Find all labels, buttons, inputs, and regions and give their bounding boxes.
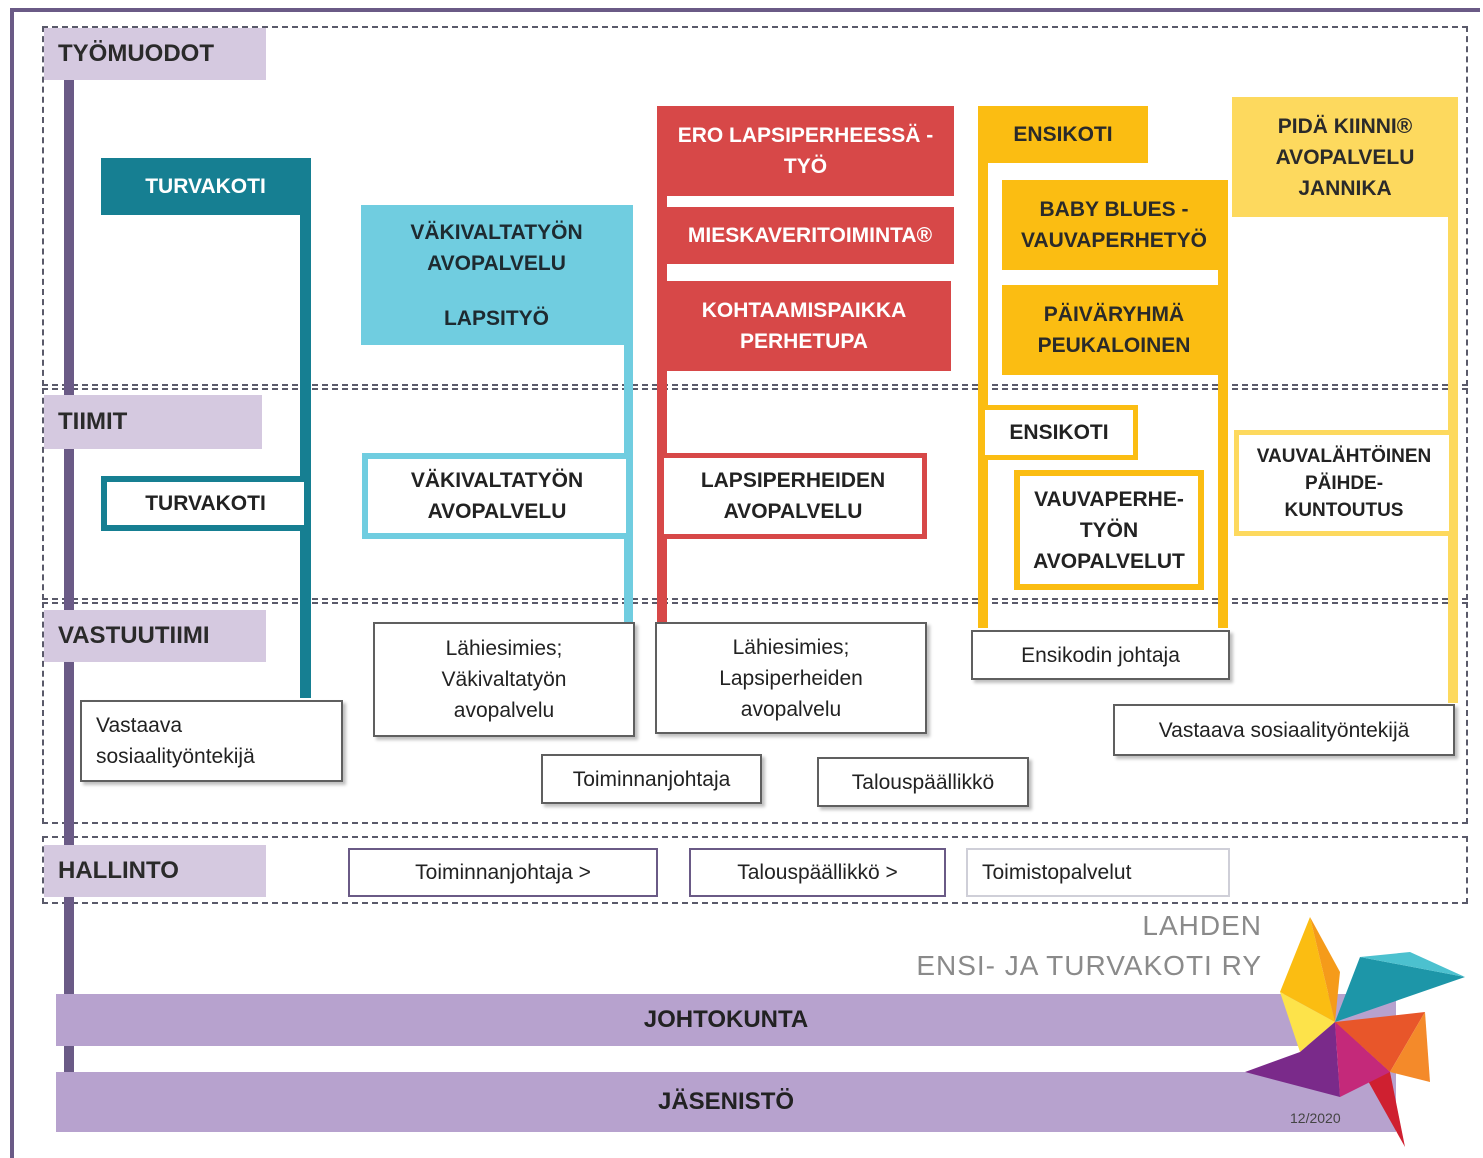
johtokunta-bar: JOHTOKUNTA xyxy=(56,994,1396,1046)
tiimi-vauvalahtoinen: VAUVALÄHTÖINEN PÄIHDE- KUNTOUTUS xyxy=(1234,430,1454,536)
hallinto-toiminnanjohtaja: Toiminnanjohtaja > xyxy=(348,848,658,897)
tyomuoto-pidakiinni: PIDÄ KIINNI® AVOPALVELU JANNIKA xyxy=(1232,97,1458,217)
date-stamp: 12/2020 xyxy=(1290,1110,1341,1126)
diagram-frame xyxy=(10,8,1480,1158)
vastuu-talouspaallikko: Talouspäällikkö xyxy=(817,757,1029,807)
tyomuoto-babyblues: BABY BLUES - VAUVAPERHETYÖ xyxy=(1002,180,1226,270)
band-tiimit xyxy=(42,388,1468,600)
tyomuoto-vakivalta-group xyxy=(361,205,632,345)
tyomuoto-ensikoti: ENSIKOTI xyxy=(978,106,1148,163)
tyomuoto-mieskaveri: MIESKAVERITOIMINTA® xyxy=(666,207,954,264)
tiimi-ensikoti: ENSIKOTI xyxy=(980,405,1138,460)
vakivalta-connector xyxy=(624,205,633,623)
vastuu-ensikodin-johtaja: Ensikodin johtaja xyxy=(971,630,1230,680)
tyomuoto-ero: ERO LAPSIPERHEESSÄ - TYÖ xyxy=(657,106,954,196)
left-spine xyxy=(64,80,74,1080)
band-vastuutiimi xyxy=(42,602,1468,824)
vastuu-vastaava-sosiaalityontekija-1: Vastaava sosiaalityöntekijä xyxy=(80,700,343,782)
band-tyomuodot xyxy=(42,26,1468,386)
vastuu-vastaava-sosiaalityontekija-2: Vastaava sosiaalityöntekijä xyxy=(1113,704,1455,756)
logo-text-line2: ENSI- JA TURVAKOTI RY xyxy=(916,950,1262,981)
hallinto-talouspaallikko: Talouspäällikkö > xyxy=(689,848,946,897)
section-label-hallinto: HALLINTO xyxy=(44,845,266,897)
pidakiinni-connector xyxy=(1448,97,1458,703)
pinwheel-logo-icon xyxy=(1245,917,1465,1147)
section-label-tiimit: TIIMIT xyxy=(44,395,262,449)
tiimi-vakivalta: VÄKIVALTATYÖN AVOPALVELU xyxy=(362,453,632,539)
tiimi-turvakoti: TURVAKOTI xyxy=(101,476,310,531)
section-label-vastuutiimi: VASTUUTIIMI xyxy=(44,610,266,662)
tyomuoto-kohtaamispaikka: KOHTAAMISPAIKKA PERHETUPA xyxy=(657,281,951,371)
tiimi-lapsiperheiden: LAPSIPERHEIDEN AVOPALVELU xyxy=(659,453,927,539)
hallinto-toimistopalvelut: Toimistopalvelut xyxy=(966,848,1230,897)
vastuu-toiminnanjohtaja: Toiminnanjohtaja xyxy=(541,754,762,804)
vastuu-lahiesimies-lapsiperheiden: Lähiesimies; Lapsiperheiden avopalvelu xyxy=(655,622,927,734)
turvakoti-connector xyxy=(300,158,311,698)
tyomuoto-turvakoti: TURVAKOTI xyxy=(101,158,310,215)
logo-text-line1: LAHDEN xyxy=(1142,910,1262,941)
band-hallinto xyxy=(42,836,1468,904)
tyomuoto-lapsityo: LAPSITYÖ xyxy=(443,306,549,330)
tyomuoto-paivaryhma: PÄIVÄRYHMÄ PEUKALOINEN xyxy=(1002,285,1226,375)
ensikoti-connector-right xyxy=(1218,180,1228,628)
tyomuoto-vakivalta: VÄKIVALTATYÖN AVOPALVELU xyxy=(410,221,583,275)
section-label-tyomuodot: TYÖMUODOT xyxy=(44,28,266,80)
tiimi-vauvaperhe: VAUVAPERHE- TYÖN AVOPALVELUT xyxy=(1014,470,1204,590)
ensikoti-connector-left xyxy=(978,106,988,628)
jasenisto-bar: JÄSENISTÖ xyxy=(56,1072,1396,1132)
vastuu-lahiesimies-vakivalta: Lähiesimies; Väkivaltatyön avopalvelu xyxy=(373,622,635,737)
